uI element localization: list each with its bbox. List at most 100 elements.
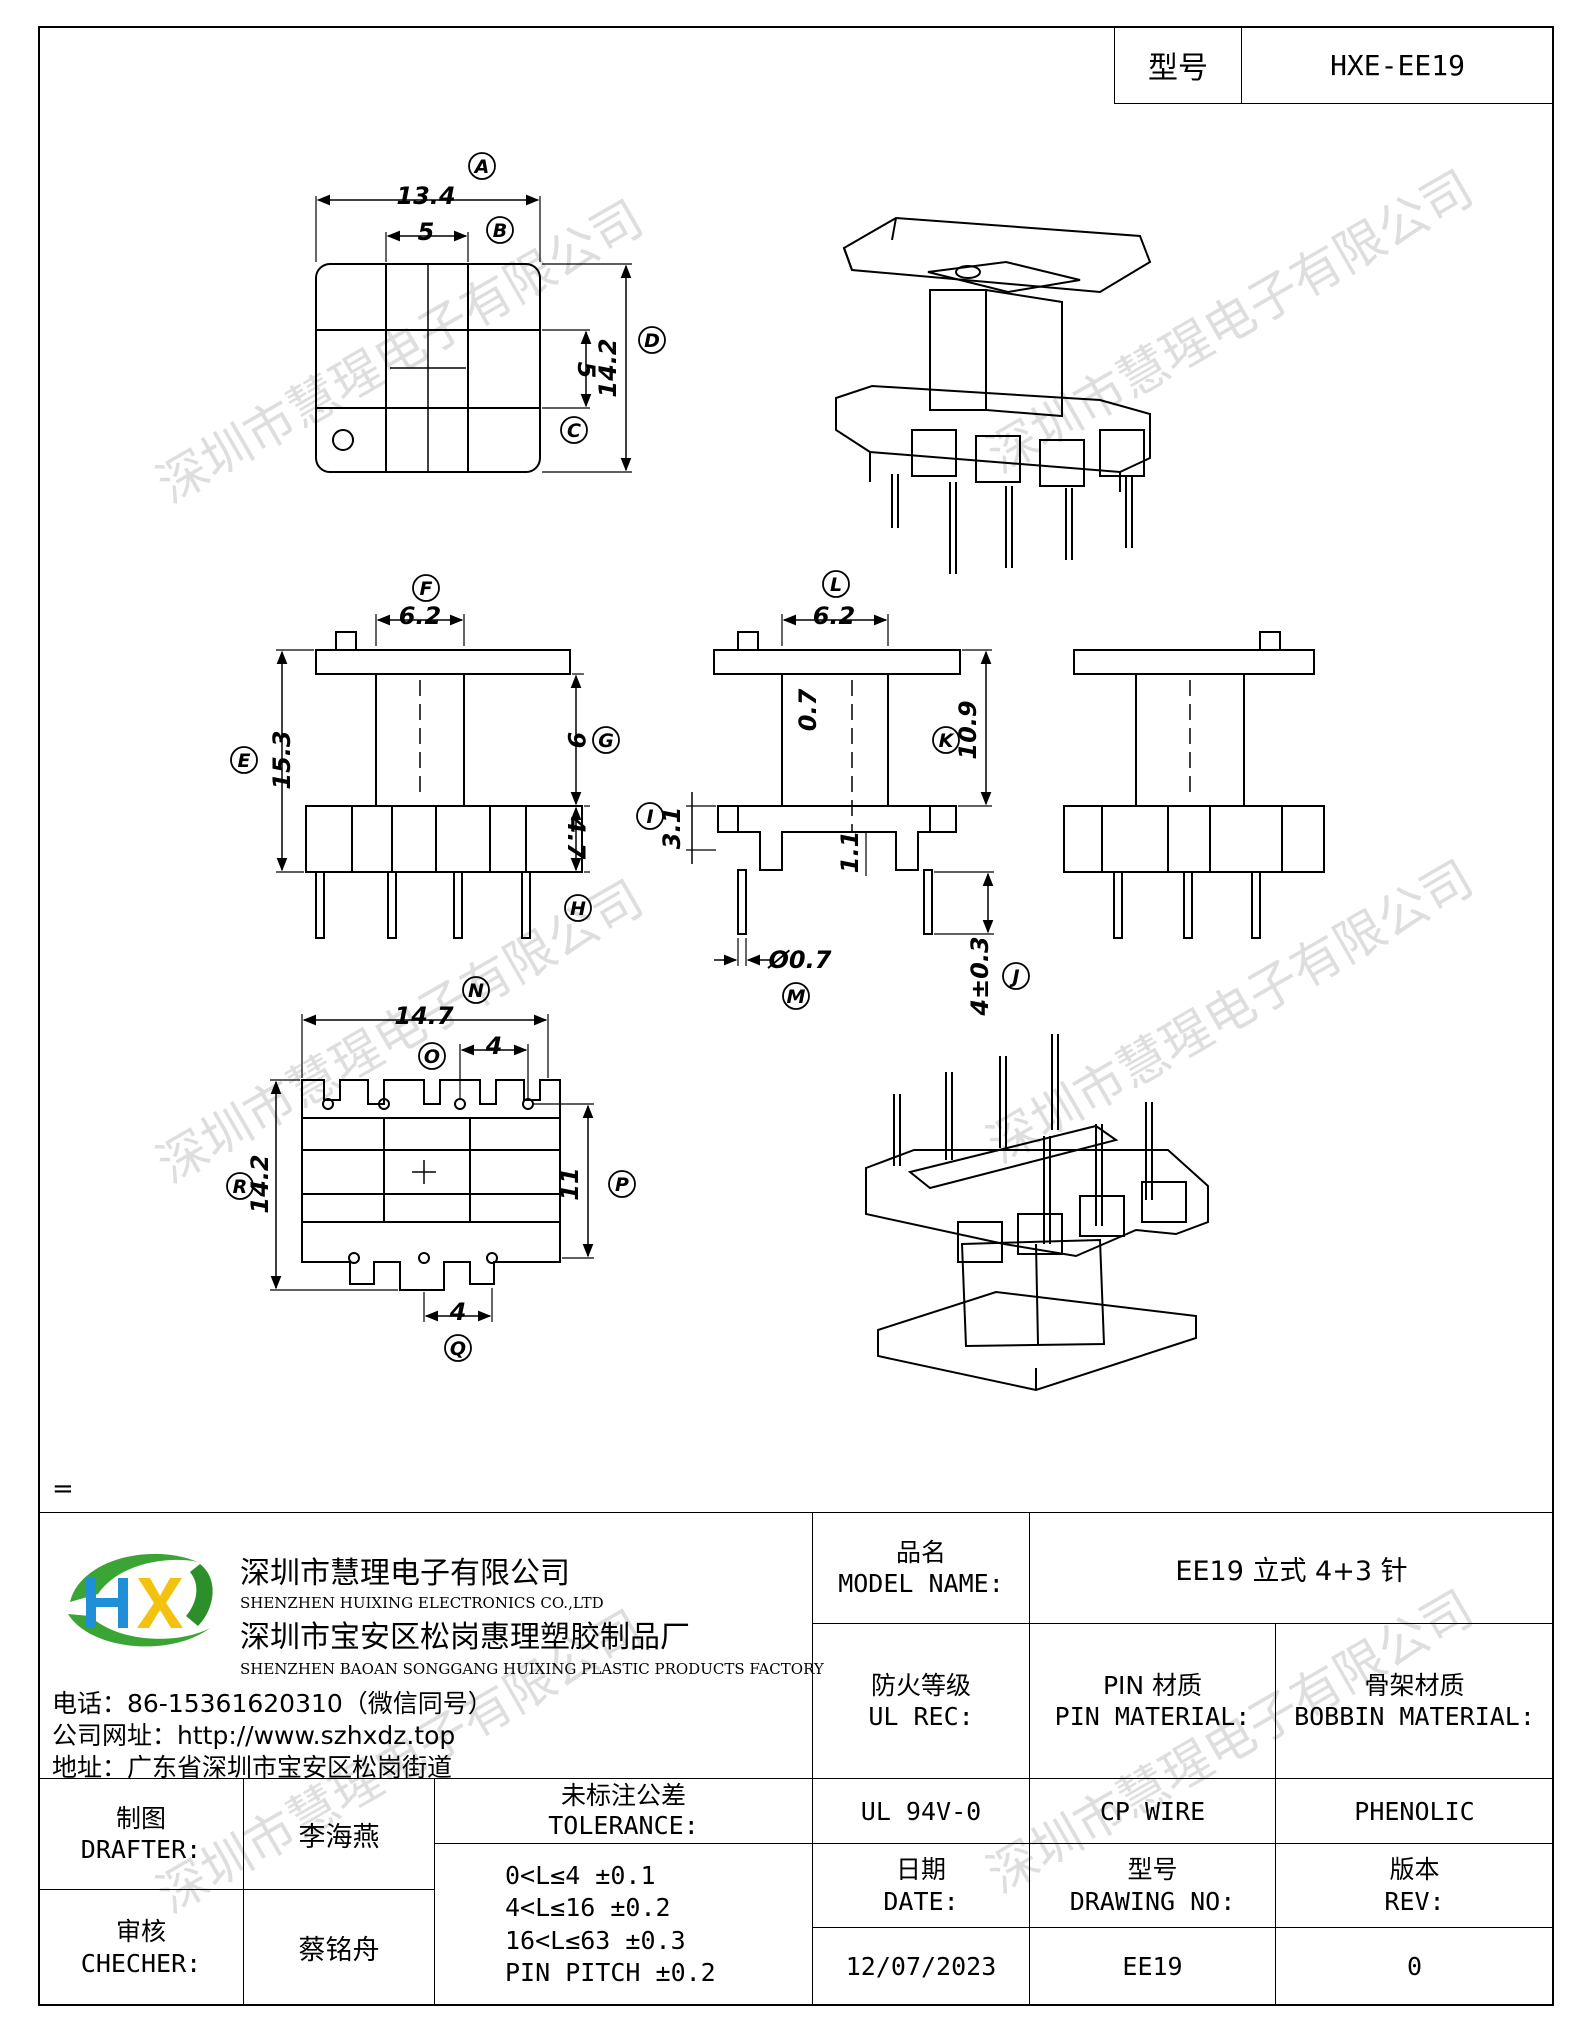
- tolerance-values-cell: 0<L≤4 ±0.1 4<L≤16 ±0.2 16<L≤63 ±0.3 PIN …: [434, 1843, 813, 2006]
- model-value-cell: HXE-EE19: [1241, 26, 1554, 104]
- model-name-value: EE19 立式 4+3 针: [1175, 1555, 1408, 1587]
- drawing-no-value-cell: EE19: [1029, 1927, 1276, 2006]
- label-p: P: [615, 1174, 629, 1196]
- ul-rec-label-en: UL REC:: [868, 1702, 974, 1731]
- drawing-no-value: EE19: [1122, 1952, 1183, 1981]
- ul-rec-label-cn: 防火等级: [870, 1670, 971, 1700]
- date-value-cell: 12/07/2023: [812, 1927, 1030, 2006]
- dim-d: 14.2: [594, 338, 622, 397]
- dim-r: 14.2: [246, 1154, 274, 1213]
- label-k: K: [939, 730, 955, 752]
- label-c: C: [567, 420, 581, 442]
- date-value: 12/07/2023: [845, 1952, 997, 1981]
- rear-view: [1063, 631, 1325, 939]
- tolerance-line: 4<L≤16 ±0.2: [505, 1893, 671, 1922]
- dim-m: Ø0.7: [767, 946, 832, 974]
- label-a: A: [473, 156, 490, 178]
- dim-j: 4±0.3: [966, 936, 994, 1016]
- bobbin-material-label-en: BOBBIN MATERIAL:: [1294, 1702, 1535, 1731]
- label-e: E: [238, 750, 251, 772]
- label-d: D: [644, 330, 660, 352]
- dim-k: 10.9: [954, 700, 982, 759]
- company-website: 公司网址：http://www.szhxdz.top: [52, 1721, 456, 1750]
- rev-value: 0: [1406, 1952, 1423, 1981]
- company-phone: 电话：86-15361620310（微信同号）: [52, 1689, 493, 1718]
- model-label: 型号: [1148, 51, 1208, 86]
- drawing-no-label-cn: 型号: [1127, 1855, 1178, 1885]
- bottom-view: [270, 1014, 594, 1322]
- rev-label-en: REV:: [1384, 1886, 1445, 1916]
- dim-o: 4: [485, 1032, 503, 1060]
- checker-label-en: CHECHER:: [80, 1948, 202, 1978]
- dim-slot: 0.7: [794, 688, 822, 731]
- company-name-cn: 深圳市慧理电子有限公司: [240, 1556, 570, 1591]
- company-address: 地址：广东省深圳市宝安区松岗街道: [52, 1753, 453, 1782]
- drafter-label-cn: 制图: [115, 1803, 166, 1833]
- technical-drawing: A B C D E F G H I J K L M N O P Q R 13.4…: [226, 152, 1325, 1392]
- isometric-view-top: [835, 216, 1152, 574]
- label-o: O: [424, 1046, 440, 1068]
- label-i: I: [646, 806, 653, 828]
- dim-p: 11: [556, 1167, 584, 1200]
- label-g: G: [598, 730, 614, 752]
- checker-value-cell: 蔡铭舟: [243, 1889, 435, 2006]
- label-circles: [226, 152, 1030, 1362]
- isometric-view-bottom: [865, 1034, 1209, 1392]
- dim-a: 13.4: [396, 182, 455, 210]
- dim-e: 15.3: [268, 730, 296, 789]
- label-q: Q: [450, 1338, 466, 1360]
- ul-rec-label-cell: 防火等级 UL REC:: [812, 1623, 1030, 1779]
- date-label-cell: 日期 DATE:: [812, 1843, 1030, 1928]
- dim-h: 4.7: [562, 816, 590, 860]
- pin-material-label-cell: PIN 材质 PIN MATERIAL:: [1029, 1623, 1276, 1779]
- model-name-value-cell: EE19 立式 4+3 针: [1029, 1512, 1554, 1624]
- drawing-no-label-en: DRAWING NO:: [1069, 1886, 1236, 1916]
- rev-label-cn: 版本: [1389, 1855, 1440, 1885]
- dim-i: 3.1: [658, 807, 686, 850]
- factory-name-cn: 深圳市宝安区松岗惠理塑胶制品厂: [240, 1620, 690, 1655]
- drafter-label-en: DRAFTER:: [80, 1835, 202, 1864]
- company-logo: [68, 1553, 213, 1647]
- dim-q: 4: [449, 1298, 467, 1326]
- stray-mark: =: [52, 1474, 74, 1504]
- bobbin-material-label-cn: 骨架材质: [1364, 1670, 1465, 1700]
- drafter-value: 李海燕: [298, 1821, 380, 1853]
- dim-tab: 1.1: [836, 831, 864, 874]
- rev-label-cell: 版本 REV:: [1275, 1843, 1554, 1928]
- tolerance-label-en: TOLERANCE:: [548, 1811, 699, 1840]
- pin-material-value: CP WIRE: [1099, 1796, 1206, 1826]
- label-r: R: [233, 1176, 248, 1198]
- model-name-label-cell: 品名 MODEL NAME:: [812, 1512, 1030, 1624]
- model-name-label-cn: 品名: [895, 1537, 946, 1567]
- dim-l: 6.2: [813, 602, 856, 630]
- checker-label-cn: 审核: [115, 1917, 166, 1947]
- tolerance-label-cell: 未标注公差 TOLERANCE:: [434, 1778, 813, 1844]
- dim-b: 5: [418, 218, 435, 246]
- side-view: [686, 614, 994, 966]
- dim-c: 5: [572, 362, 600, 379]
- dim-n: 14.7: [394, 1002, 454, 1030]
- pin-material-label-en: PIN MATERIAL:: [1054, 1702, 1251, 1731]
- date-label-en: DATE:: [883, 1886, 959, 1916]
- top-view: [315, 194, 632, 473]
- pin-material-label-cn: PIN 材质: [1102, 1670, 1203, 1700]
- bobbin-material-value: PHENOLIC: [1354, 1796, 1475, 1826]
- bobbin-material-label-cell: 骨架材质 BOBBIN MATERIAL:: [1275, 1623, 1554, 1779]
- label-j: J: [1008, 966, 1019, 988]
- checker-value: 蔡铭舟: [298, 1935, 380, 1966]
- ul-rec-value-cell: UL 94V-0: [812, 1778, 1030, 1844]
- label-h: H: [570, 898, 586, 920]
- label-b: B: [493, 220, 507, 242]
- label-f: F: [420, 578, 433, 600]
- pin-material-value-cell: CP WIRE: [1029, 1778, 1276, 1844]
- label-n: N: [468, 980, 484, 1002]
- model-label-cell: 型号: [1114, 26, 1242, 104]
- tolerance-line: 16<L≤63 ±0.3: [505, 1925, 686, 1955]
- front-view: [276, 614, 590, 939]
- rev-value-cell: 0: [1275, 1927, 1554, 2006]
- tolerance-line: PIN PITCH ±0.2: [505, 1958, 716, 1987]
- tolerance-line: 0<L≤4 ±0.1: [505, 1860, 656, 1890]
- drawing-no-label-cell: 型号 DRAWING NO:: [1029, 1843, 1276, 1928]
- label-m: M: [787, 986, 806, 1008]
- tolerance-label-cn: 未标注公差: [560, 1781, 686, 1810]
